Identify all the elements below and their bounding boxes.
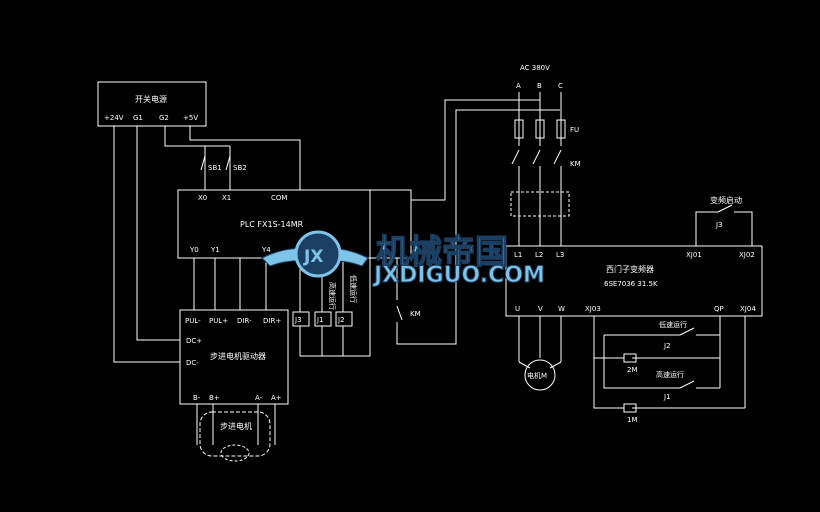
svg-text:SB2: SB2 [233, 164, 247, 172]
watermark-logo: JX [303, 247, 323, 267]
svg-text:J3: J3 [715, 221, 723, 229]
svg-text:G2: G2 [159, 114, 169, 122]
svg-text:XJ03: XJ03 [585, 305, 601, 313]
svg-text:B+: B+ [209, 394, 220, 402]
switch-sb2: SB2 [225, 155, 247, 172]
svg-text:PUL-: PUL- [185, 317, 201, 325]
svg-text:G1: G1 [133, 114, 143, 122]
speed-control-circuit: 低速运行 J2 2M 高速运行 J1 1M [593, 316, 746, 424]
driver-title: 步进电机驱动器 [210, 351, 266, 361]
svg-text:低速运行: 低速运行 [659, 320, 687, 329]
svg-text:COM: COM [271, 194, 287, 202]
svg-text:AC 380V: AC 380V [520, 64, 550, 72]
inverter-model: 6SE7036 31.5K [604, 280, 658, 288]
svg-text:Y1: Y1 [210, 246, 220, 254]
svg-text:C: C [558, 82, 563, 90]
svg-text:DC+: DC+ [186, 337, 202, 345]
svg-text:X0: X0 [198, 194, 207, 202]
svg-text:电机M: 电机M [527, 371, 547, 380]
relay-note-high: 高速运行 [328, 282, 337, 310]
power-supply-module: 开关电源 +24V G1 G2 +5V [97, 81, 207, 127]
stepper-motor: 步进电机 [196, 404, 276, 462]
svg-text:W: W [558, 305, 565, 313]
svg-text:XJ04: XJ04 [740, 305, 756, 313]
svg-text:L3: L3 [556, 251, 564, 259]
svg-text:U: U [515, 305, 520, 313]
svg-text:L2: L2 [535, 251, 543, 259]
gear-icon [294, 230, 342, 278]
svg-text:DIR+: DIR+ [263, 317, 281, 325]
svg-text:A: A [516, 82, 521, 90]
plc-driver-wires [193, 258, 267, 310]
plc-title: PLC FX1S-14MR [240, 220, 304, 229]
relay-j1: J1 [314, 311, 332, 327]
stepper-title: 步进电机 [220, 421, 252, 431]
stepper-driver: PUL- PUL+ DIR- DIR+ DC+ DC- 步进电机驱动器 B- B… [179, 309, 289, 405]
svg-text:Y0: Y0 [189, 246, 199, 254]
svg-text:V: V [538, 305, 543, 313]
svg-text:J2: J2 [337, 316, 345, 324]
svg-text:XJ02: XJ02 [739, 251, 755, 259]
svg-text:J2: J2 [663, 342, 671, 350]
inverter: L1 L2 L3 XJ01 XJ02 西门子变频器 6SE7036 31.5K … [505, 245, 763, 317]
svg-text:J1: J1 [663, 393, 671, 401]
svg-text:L1: L1 [514, 251, 522, 259]
watermark-cn: 机械帝国 [376, 232, 508, 271]
svg-text:FU: FU [570, 126, 579, 134]
svg-text:Y4: Y4 [261, 246, 271, 254]
svg-text:B: B [537, 82, 542, 90]
relay-j2: J2 [335, 311, 353, 327]
svg-text:+24V: +24V [104, 114, 124, 122]
svg-text:SB1: SB1 [208, 164, 222, 172]
svg-text:KM: KM [570, 160, 581, 168]
inverter-title: 西门子变频器 [606, 264, 654, 274]
svg-text:QP: QP [714, 305, 724, 313]
relay-j3: J3 [292, 311, 310, 327]
svg-text:X1: X1 [222, 194, 231, 202]
svg-text:A+: A+ [271, 394, 282, 402]
svg-text:DIR-: DIR- [237, 317, 252, 325]
relay-note-low: 低速运行 [349, 275, 358, 303]
svg-text:XJ01: XJ01 [686, 251, 702, 259]
motor-m: 电机M [518, 316, 562, 391]
power-wires [113, 126, 301, 363]
svg-text:B-: B- [193, 394, 201, 402]
svg-text:高速运行: 高速运行 [656, 370, 684, 379]
svg-text:J3: J3 [294, 316, 302, 324]
svg-text:DC-: DC- [186, 359, 199, 367]
power-supply-title: 开关电源 [135, 94, 167, 104]
km-coil-contact: KM [396, 99, 560, 345]
watermark: JX 机械帝国 JXDIGUO.COM [261, 230, 545, 289]
svg-text:1M: 1M [627, 416, 638, 424]
svg-text:J1: J1 [316, 316, 324, 324]
svg-text:+5V: +5V [183, 114, 198, 122]
three-phase-supply: AC 380V A B C FU KM [510, 64, 581, 246]
svg-text:变频启动: 变频启动 [710, 195, 742, 205]
svg-text:KM: KM [410, 310, 421, 318]
svg-text:A-: A- [255, 394, 263, 402]
svg-text:PUL+: PUL+ [209, 317, 228, 325]
inverter-start: 变频启动 J3 [695, 195, 753, 246]
watermark-en: JXDIGUO.COM [372, 263, 545, 288]
svg-text:2M: 2M [627, 366, 638, 374]
switch-sb1: SB1 [200, 155, 222, 172]
